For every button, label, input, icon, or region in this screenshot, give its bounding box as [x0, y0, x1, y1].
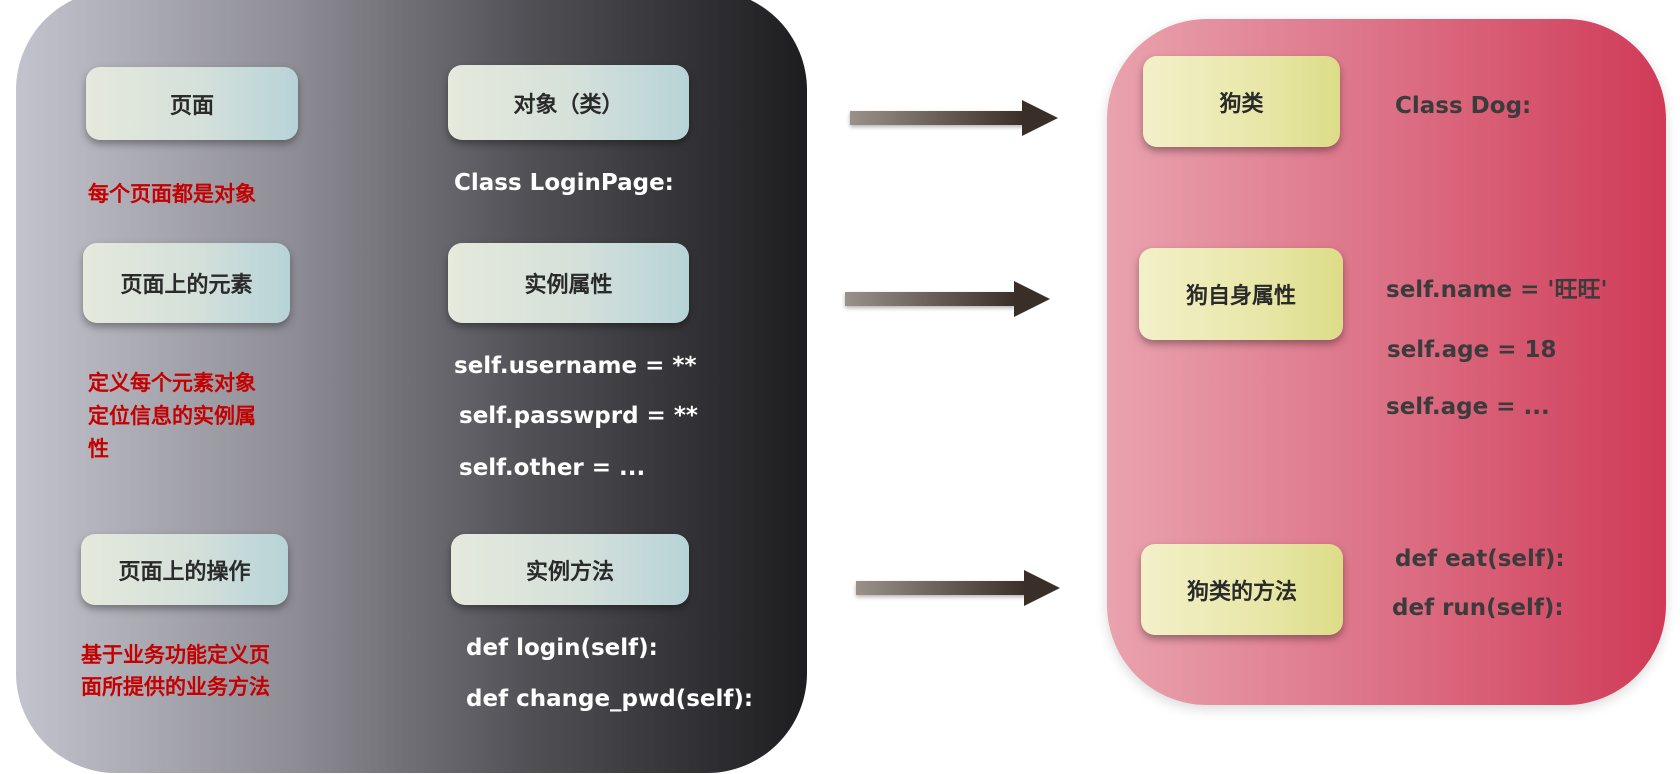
elements-note-line-1: 定义每个元素对象 [88, 371, 256, 395]
login-class-line: Class LoginPage: [454, 170, 674, 196]
page-elements-box: 页面上的元素 [83, 243, 290, 323]
dog-class-box: 狗类 [1143, 56, 1340, 147]
dog-methods-box: 狗类的方法 [1141, 544, 1343, 635]
dog-method-run: def run(self): [1392, 595, 1564, 621]
attr-other: self.other = ... [459, 455, 646, 481]
arrow-right-icon [856, 570, 1060, 606]
dog-attr-age-more: self.age = ... [1386, 394, 1550, 420]
operations-note-line-2: 面所提供的业务方法 [81, 675, 270, 699]
page-note: 每个页面都是对象 [88, 182, 256, 206]
instance-attributes-box: 实例属性 [448, 243, 689, 323]
arrow-right-icon [845, 281, 1050, 317]
elements-note-line-3: 性 [88, 437, 109, 461]
arrow-right-icon [850, 100, 1058, 136]
attr-username: self.username = ** [454, 353, 697, 379]
elements-note-line-2: 定位信息的实例属 [88, 404, 256, 428]
method-login: def login(self): [466, 635, 658, 661]
operations-note-line-1: 基于业务功能定义页 [81, 643, 270, 667]
dog-class-line: Class Dog: [1395, 93, 1532, 119]
page-operations-box: 页面上的操作 [81, 534, 288, 605]
attr-password: self.passwprd = ** [459, 403, 698, 429]
dog-attr-name: self.name = '旺旺' [1386, 277, 1608, 303]
object-class-box: 对象（类） [448, 65, 689, 140]
page-box: 页面 [86, 67, 298, 140]
dog-method-eat: def eat(self): [1395, 546, 1565, 572]
dog-attributes-box: 狗自身属性 [1139, 248, 1343, 340]
method-change-pwd: def change_pwd(self): [466, 686, 754, 712]
dog-attr-age: self.age = 18 [1387, 337, 1557, 363]
instance-methods-box: 实例方法 [451, 534, 689, 605]
